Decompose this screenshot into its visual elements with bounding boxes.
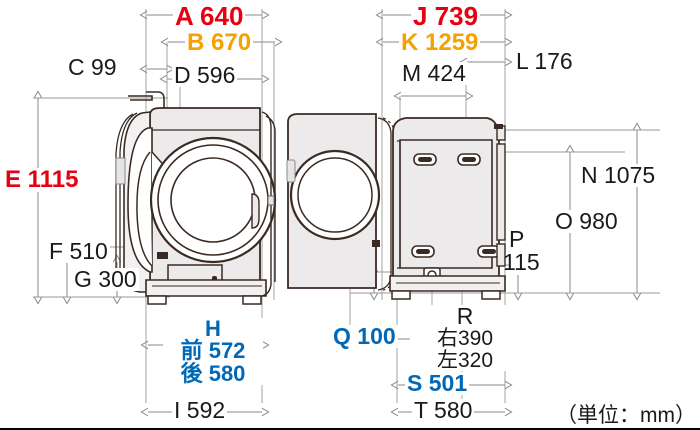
- front-view-drawing: [115, 91, 277, 305]
- dimension-label-R-code: R: [456, 303, 474, 329]
- dimension-H-front-value: 572: [208, 338, 246, 364]
- dimension-label-P-code: P: [509, 226, 525, 252]
- dimension-label-K: K 1259: [399, 29, 481, 56]
- dimension-H-rear-value: 580: [208, 360, 246, 386]
- dimension-label-F: F 510: [47, 238, 110, 264]
- dimension-label-L: L 176: [514, 48, 575, 74]
- dimension-label-P-value: 115: [503, 249, 540, 276]
- dimension-label-P: P 115: [503, 226, 555, 275]
- dimension-label-M: M 424: [400, 60, 468, 86]
- dimension-label-R-left: 左320: [410, 350, 520, 371]
- dimension-label-D: D 596: [172, 62, 238, 88]
- dimension-label-O: O 980: [553, 208, 620, 234]
- dimension-label-A: A 640: [173, 1, 246, 31]
- dimension-label-J: J 739: [411, 1, 481, 31]
- dimension-label-G: G 300: [72, 266, 139, 292]
- dimension-label-H: H 前 572 後 580: [163, 316, 263, 386]
- dimension-label-R: R 右390 左320: [410, 303, 520, 372]
- dimension-R-left-prefix: 左: [436, 348, 458, 372]
- dimension-label-E: E 1115: [3, 166, 81, 193]
- dimension-label-I: I 592: [172, 397, 228, 423]
- dimension-R-right-value: 390: [457, 327, 494, 351]
- dimension-label-N: N 1075: [579, 162, 658, 188]
- dimension-label-R-right: 右390: [410, 328, 520, 349]
- dimension-label-T: T 580: [412, 397, 475, 423]
- dimension-R-left-value: 320: [457, 348, 494, 372]
- dimension-label-H-code: H: [205, 316, 221, 341]
- dimension-label-Q: Q 100: [331, 323, 398, 349]
- dimension-label-H-rear: 後 580: [163, 360, 263, 386]
- side-view-drawing: [286, 113, 506, 340]
- dimension-label-H-front: 前 572: [163, 340, 263, 362]
- dimension-label-B: B 670: [185, 29, 254, 56]
- dimension-H-rear-prefix: 後: [180, 360, 203, 386]
- dimension-label-C: C 99: [66, 54, 119, 80]
- dimension-R-right-prefix: 右: [436, 327, 458, 351]
- dimension-H-front-prefix: 前: [180, 338, 203, 364]
- unit-note: （単位：mm）: [556, 404, 696, 427]
- dimension-label-S: S 501: [405, 370, 470, 396]
